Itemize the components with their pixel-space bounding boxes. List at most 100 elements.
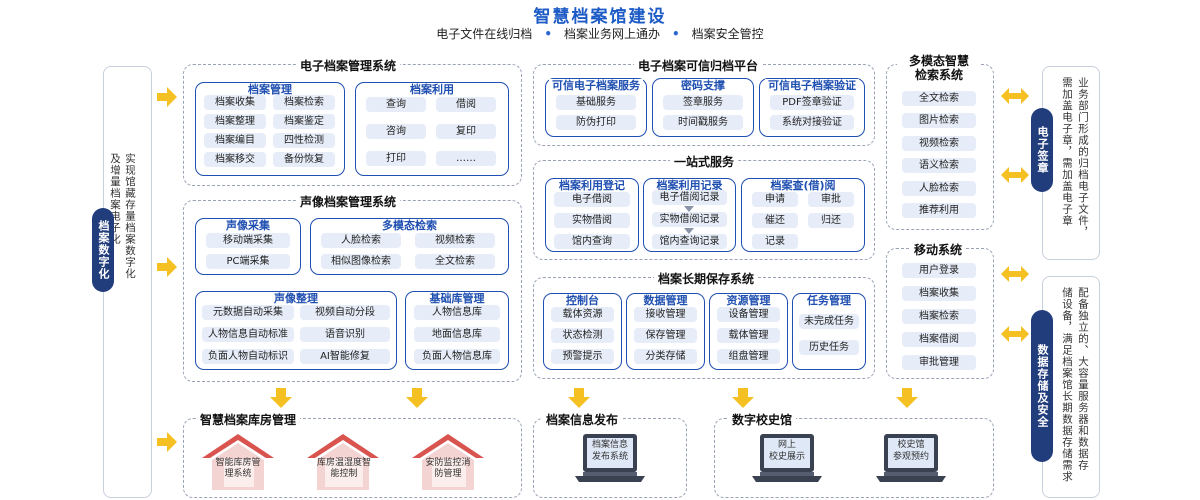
- pill-item[interactable]: 查询: [366, 97, 426, 112]
- pill-item[interactable]: 系统对接验证: [770, 115, 854, 130]
- pill-item[interactable]: 负面人物信息库: [414, 349, 500, 364]
- pill-item[interactable]: 推荐利用: [902, 203, 976, 218]
- laptop-screen-line2: 参观预约: [892, 452, 929, 462]
- pill-item[interactable]: 四性检测: [273, 133, 335, 148]
- pill-item[interactable]: 电子借阅记录: [652, 190, 727, 205]
- pill-item[interactable]: 人脸检索: [902, 181, 976, 196]
- longterm-data-box: 数据管理 接收管理 保存管理 分类存储: [626, 293, 705, 370]
- house-icon: 智能库房管理系统: [200, 432, 276, 492]
- onestop-rec-box: 档案利用记录 电子借阅记录 实物借阅记录 馆内查询记录: [643, 178, 736, 252]
- trust-title: 电子档案可信归档平台: [634, 57, 763, 74]
- pill-item[interactable]: 人物信息自动标准: [202, 327, 294, 342]
- pill-item[interactable]: 接收管理: [634, 307, 697, 322]
- pill-item[interactable]: 基础服务: [556, 95, 636, 110]
- pill-item[interactable]: 视频自动分段: [300, 305, 390, 320]
- storage-desc-1: 配备独立的、大容量服务器和数据存: [1077, 287, 1089, 471]
- house-icon: 库房温湿度智能控制: [305, 432, 381, 492]
- laptop-screen-line2: 发布系统: [591, 452, 628, 462]
- double-arrow-icon: [1001, 88, 1029, 104]
- laptop-screen: 校史馆 参观预约: [888, 439, 934, 463]
- pill-item[interactable]: 组盘管理: [717, 349, 780, 364]
- pill-item[interactable]: 档案鉴定: [273, 114, 335, 129]
- pill-item[interactable]: 未完成任务: [799, 314, 859, 329]
- pill-item[interactable]: 档案编目: [204, 133, 266, 148]
- pill-item[interactable]: 档案移交: [204, 152, 266, 167]
- pill-item[interactable]: 催还: [752, 213, 798, 228]
- pill-item[interactable]: 电子借阅: [554, 192, 630, 207]
- arrow-right-icon: [157, 257, 177, 277]
- laptop-screen-line2: 校史展示: [768, 452, 805, 462]
- pill-item[interactable]: PDF签章验证: [770, 95, 854, 110]
- storage-panel: 配备独立的、大容量服务器和数据存 储设备，满足档案馆长期数据存储需求: [1042, 276, 1100, 498]
- arrow-down-icon: [896, 388, 918, 408]
- pill-item[interactable]: 防伪打印: [556, 115, 636, 130]
- trust-verify-box: 可信电子档案验证 PDF签章验证 系统对接验证: [759, 78, 865, 137]
- pill-item[interactable]: 设备管理: [717, 307, 780, 322]
- onestop-reg-title: 档案利用登记: [556, 179, 628, 192]
- longterm-ctrl-box: 控制台 载体资源 状态检测 预警提示: [543, 293, 622, 370]
- pill-item[interactable]: 备份恢复: [273, 152, 335, 167]
- pill-item[interactable]: 档案检索: [902, 309, 976, 324]
- pill-item[interactable]: 移动端采集: [206, 233, 290, 248]
- pill-item[interactable]: 载体管理: [717, 328, 780, 343]
- pill-item[interactable]: 借阅: [436, 97, 496, 112]
- avms-collect-box: 声像采集 移动端采集 PC端采集: [195, 218, 301, 275]
- pill-item[interactable]: 历史任务: [799, 340, 859, 355]
- pill-item[interactable]: 相似图像检索: [321, 254, 401, 269]
- pill-item[interactable]: 载体资源: [551, 307, 614, 322]
- arrow-right-icon: [157, 87, 177, 107]
- eams-title: 电子档案管理系统: [296, 57, 401, 74]
- pill-item[interactable]: 档案检索: [273, 95, 335, 110]
- pill-item[interactable]: 语义检索: [902, 158, 976, 173]
- pill-item[interactable]: 元数据自动采集: [202, 305, 294, 320]
- pill-item[interactable]: 时间戳服务: [663, 115, 743, 130]
- pill-item[interactable]: 审批管理: [902, 355, 976, 370]
- pill-item[interactable]: 视频检索: [902, 136, 976, 151]
- pill-item[interactable]: 地面信息库: [414, 327, 500, 342]
- pill-item[interactable]: 语音识别: [300, 327, 390, 342]
- onestop-title: 一站式服务: [670, 153, 739, 170]
- storage-label: 数据存储及安全: [1031, 310, 1053, 462]
- onestop-borrow-box: 档案查(借)阅 申请 审批 催还 归还 记录: [741, 178, 865, 252]
- pill-item[interactable]: 实物借阅记录: [652, 212, 727, 227]
- pill-item[interactable]: 负面人物自动标识: [202, 349, 294, 364]
- pill-item[interactable]: 签章服务: [663, 95, 743, 110]
- esign-label: 电子签章: [1031, 108, 1053, 192]
- pill-item[interactable]: 人脸检索: [321, 233, 401, 248]
- pill-item[interactable]: 用户登录: [902, 263, 976, 278]
- trust-verify-title: 可信电子档案验证: [765, 79, 859, 92]
- pill-item[interactable]: 保存管理: [634, 328, 697, 343]
- pill-item[interactable]: 全文检索: [415, 254, 495, 269]
- pill-item[interactable]: 归还: [808, 213, 854, 228]
- pill-item[interactable]: 馆内查询记录: [652, 234, 727, 249]
- house-label: 库房温湿度智能控制: [317, 458, 372, 479]
- pill-item[interactable]: 打印: [366, 151, 426, 166]
- laptop-screen: 档案信息 发布系统: [587, 439, 633, 463]
- pill-item[interactable]: 记录: [752, 234, 798, 249]
- pill-item[interactable]: 分类存储: [634, 349, 697, 364]
- pill-item[interactable]: 图片检索: [902, 113, 976, 128]
- pill-item[interactable]: 视频检索: [415, 233, 495, 248]
- pill-item[interactable]: 档案整理: [204, 114, 266, 129]
- pill-item[interactable]: PC端采集: [206, 254, 290, 269]
- pill-item[interactable]: 申请: [752, 192, 798, 207]
- arrow-down-icon: [270, 388, 292, 408]
- digitization-desc-1: 实现馆藏存量档案数字化: [124, 153, 136, 280]
- pill-item[interactable]: 档案收集: [902, 286, 976, 301]
- pill-item[interactable]: 实物借阅: [554, 213, 630, 228]
- pill-item[interactable]: ……: [436, 151, 496, 166]
- pill-item[interactable]: 馆内查询: [554, 234, 630, 249]
- pill-item[interactable]: 人物信息库: [414, 305, 500, 320]
- pill-item[interactable]: 全文检索: [902, 91, 976, 106]
- pill-item[interactable]: 预警提示: [551, 349, 614, 364]
- pill-item[interactable]: AI智能修复: [300, 349, 390, 364]
- pill-item[interactable]: 审批: [808, 192, 854, 207]
- trust-svc-title: 可信电子档案服务: [549, 79, 643, 92]
- pill-item[interactable]: 咨询: [366, 124, 426, 139]
- avms-base-title: 基础库管理: [426, 292, 488, 305]
- pill-item[interactable]: 复印: [436, 124, 496, 139]
- pill-item[interactable]: 档案收集: [204, 95, 266, 110]
- house-icon: 安防监控消防管理: [410, 432, 486, 492]
- pill-item[interactable]: 档案借阅: [902, 332, 976, 347]
- pill-item[interactable]: 状态检测: [551, 328, 614, 343]
